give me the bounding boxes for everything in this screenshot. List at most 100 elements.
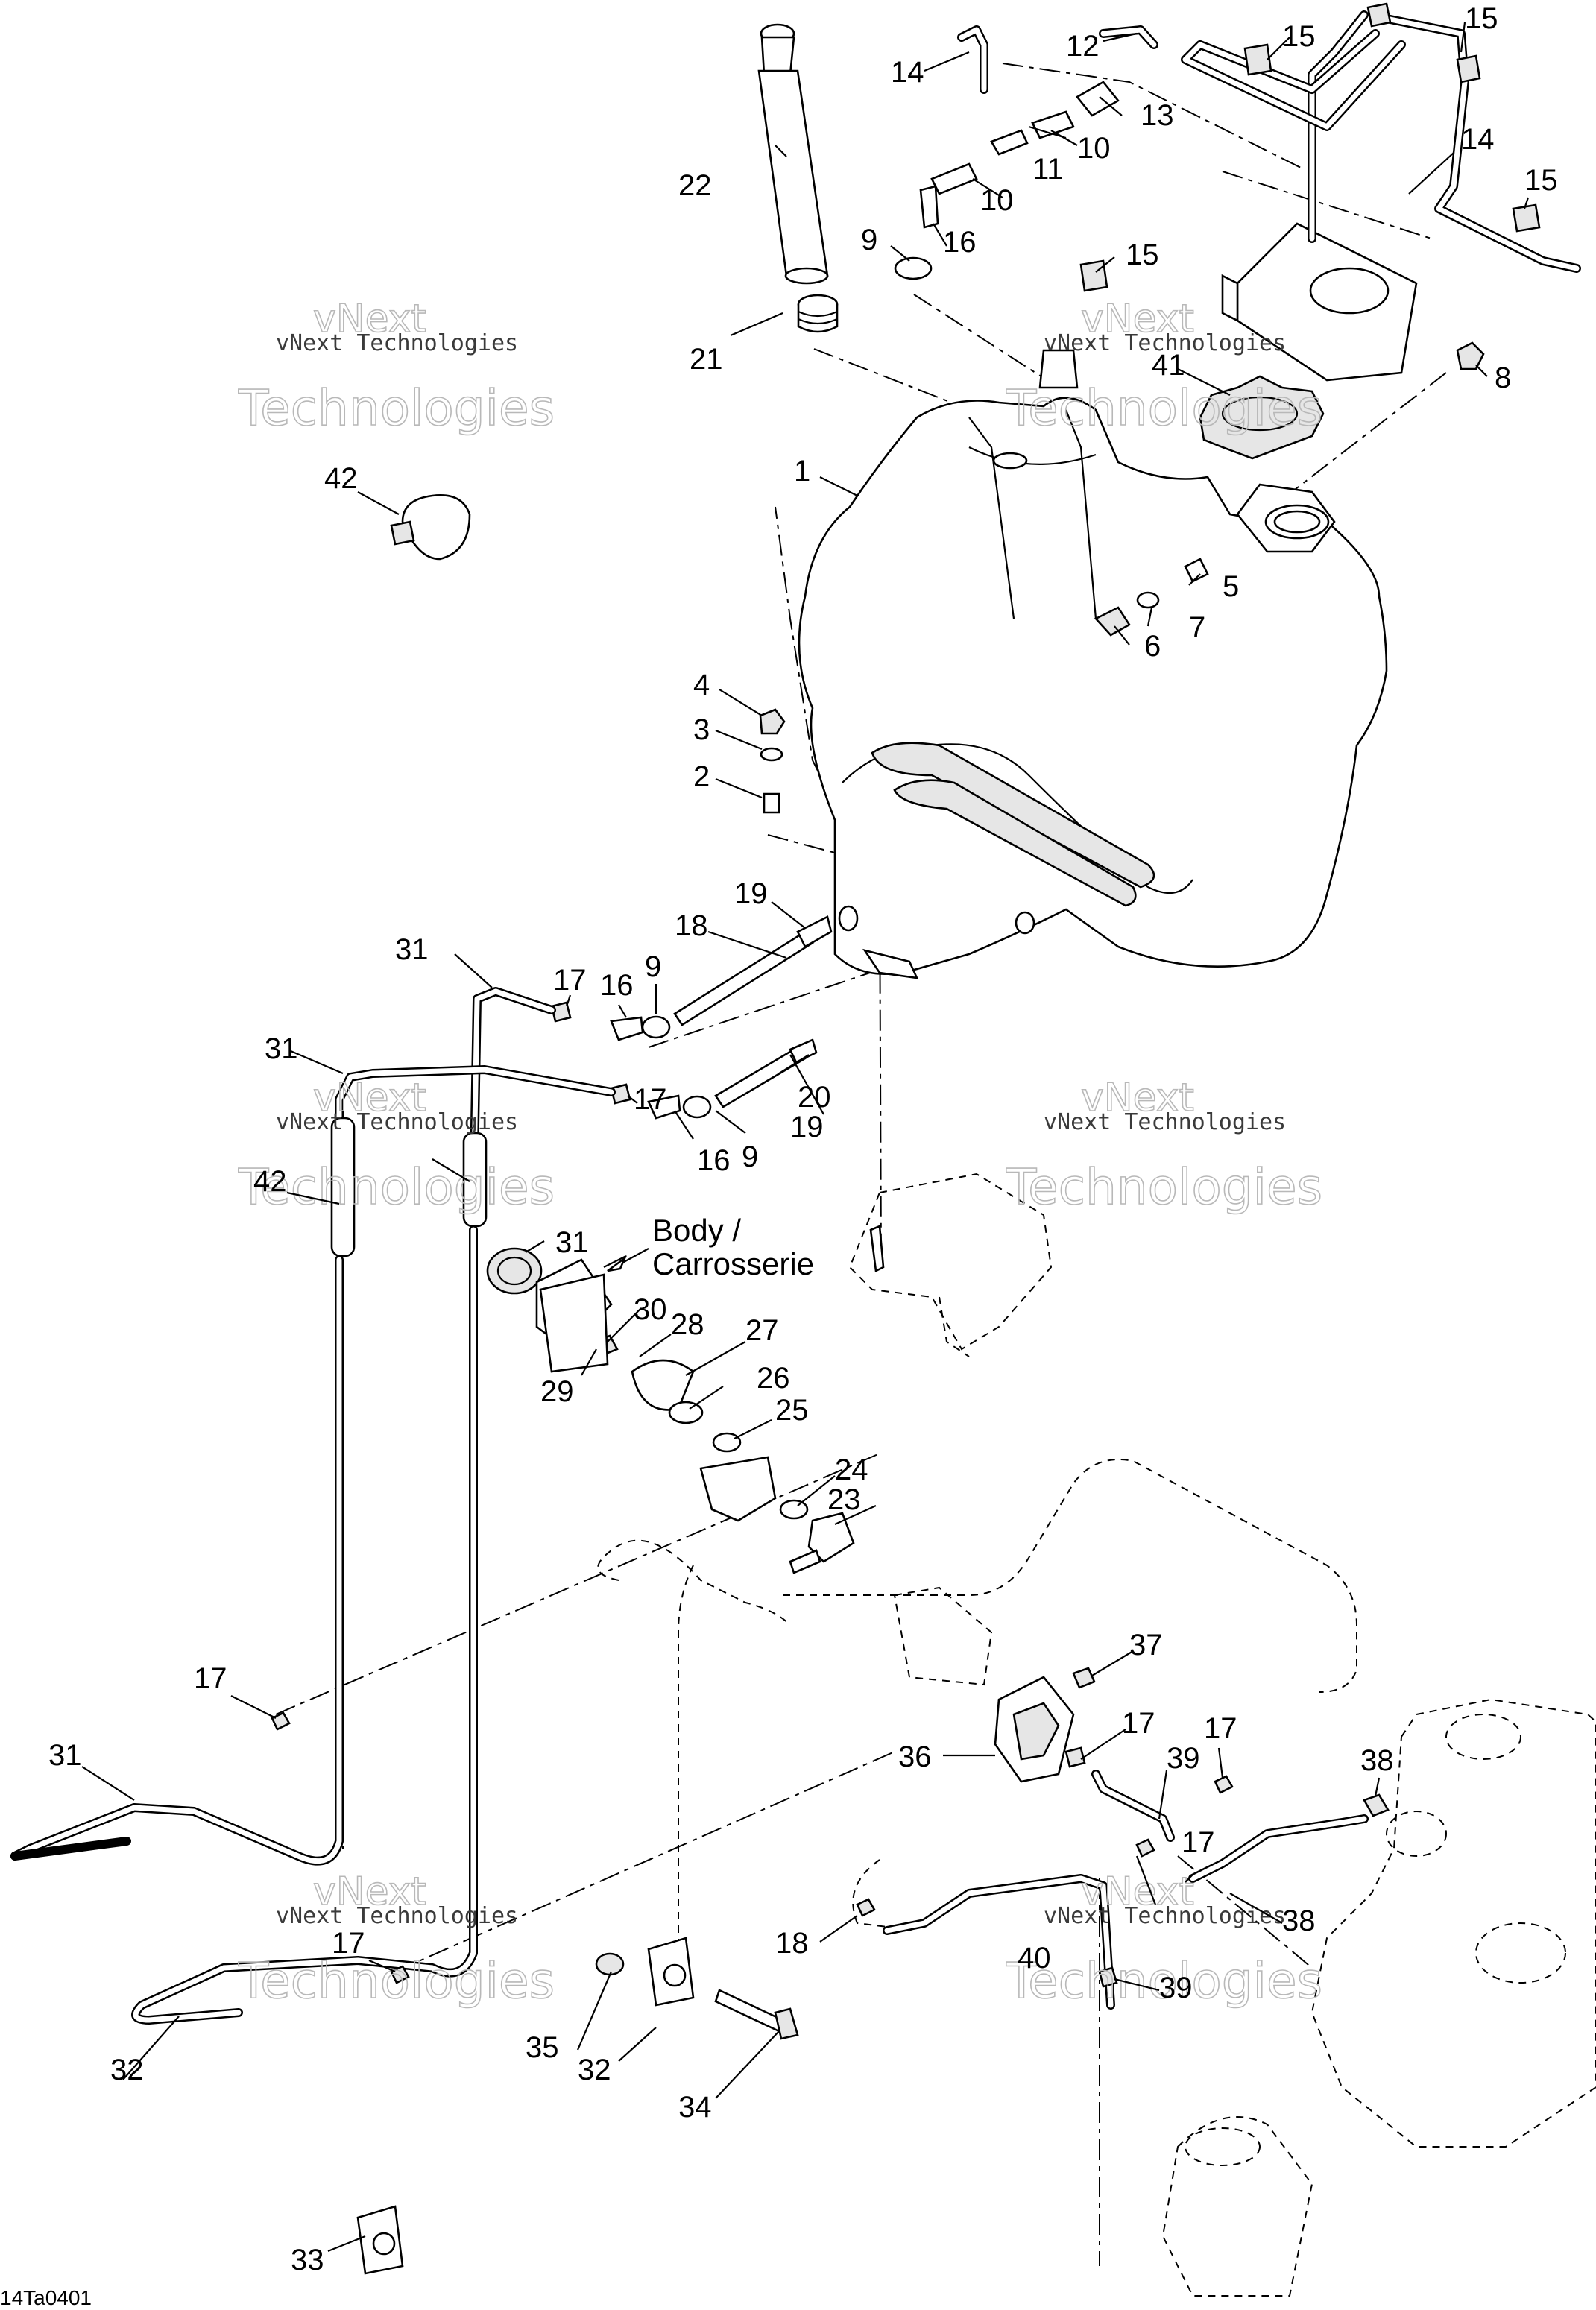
callout: 33 [291,2244,324,2276]
callout: 22 [678,169,712,202]
figure-code: 14Ta0401 [0,2286,92,2309]
callout: 6 [1144,630,1161,663]
svg-text:Technologies: Technologies [238,379,555,437]
callout: 17 [634,1083,667,1116]
callout: 12 [1066,30,1100,63]
svg-text:vNext: vNext [313,1076,426,1120]
fuel-hoses-lower [10,1225,1369,2025]
svg-text:vNext: vNext [313,1869,426,1914]
callout: 32 [578,2054,611,2086]
callout: 31 [395,933,429,966]
callout: 20 [798,1081,831,1114]
svg-text:vNext Technologies: vNext Technologies [1044,330,1286,356]
svg-text:Technologies: Technologies [1006,1952,1322,2010]
callout: 17 [553,964,587,997]
callout: 32 [110,2054,144,2086]
callout: 38 [1282,1905,1316,1937]
fuel-tank [798,349,1388,979]
svg-text:Technologies: Technologies [1006,379,1322,437]
callout: 10 [1077,132,1111,165]
body-label-line2: Carrosserie [652,1246,814,1281]
callout: 42 [253,1165,287,1198]
callout: 15 [1524,164,1558,197]
callout: 39 [1167,1742,1200,1775]
callout: 9 [742,1140,758,1173]
callout: 4 [693,669,710,701]
filler-neck-tube [757,23,829,285]
callout: 16 [600,969,634,1002]
callout: 31 [265,1032,298,1065]
callout: 28 [671,1308,704,1341]
callout: 8 [1495,362,1511,394]
callout: 41 [1152,349,1185,382]
callout: 17 [1182,1826,1215,1859]
callout: 14 [1461,123,1495,156]
svg-text:vNext Technologies: vNext Technologies [1044,1109,1286,1135]
engine-outline [1161,1698,1596,2297]
callout: 3 [693,713,710,746]
callout: 42 [324,462,358,495]
callout: 38 [1360,1744,1394,1777]
fuel-cap [1199,375,1325,460]
callout: 1 [794,455,810,487]
mount-bracket-hardware [356,1937,799,2275]
callout: 29 [540,1375,574,1408]
callout: 11 [1032,153,1064,186]
neck-grommet [797,294,839,333]
vent-hose-loop [1181,10,1581,273]
callout: 26 [757,1362,790,1395]
body-label-line1: Body / [652,1213,741,1248]
callout: 19 [790,1111,824,1143]
callout: 27 [745,1314,779,1347]
svg-text:Technologies: Technologies [238,1952,555,2010]
callout: 15 [1282,20,1316,53]
callout: 17 [1122,1707,1155,1740]
vent-bracket [1221,222,1418,382]
callout: 9 [861,224,877,256]
callout: 17 [1204,1712,1237,1745]
nut-8 [1456,341,1485,370]
callout: 25 [775,1394,809,1427]
callout: 21 [690,343,723,376]
callout: 15 [1465,2,1498,35]
callout: 31 [555,1226,589,1259]
clamp-41 [390,494,471,561]
svg-text:vNext Technologies: vNext Technologies [1044,1903,1286,1929]
svg-text:vNext Technologies: vNext Technologies [276,1903,518,1929]
callout: 18 [775,1927,809,1960]
callout: 36 [898,1741,932,1773]
body-bracket [539,1173,1053,1373]
tank-fasteners-right [1094,558,1209,637]
callout: 35 [526,2031,559,2064]
svg-text:vNext: vNext [313,297,426,341]
callout: 40 [1018,1942,1051,1975]
callout: 2 [693,760,710,793]
callout: 18 [675,909,708,942]
watermark: vNext Technologies vNext Technologies vN… [237,296,1323,2010]
callout: 9 [645,950,661,983]
engine-clamps [1098,1793,1390,1988]
tank-fasteners-left [759,708,786,814]
svg-text:vNext: vNext [1081,1869,1194,1914]
callout: 39 [1159,1972,1193,2004]
leader-lines [81,22,1530,2253]
callout: 19 [734,877,768,910]
callout: 24 [835,1454,868,1486]
svg-text:vNext: vNext [1081,1076,1194,1120]
callout: 7 [1189,611,1205,644]
callout: 31 [48,1739,82,1772]
callout: 23 [827,1483,861,1516]
small-hose-clamps [271,1711,1234,1984]
callout: 17 [194,1662,227,1695]
callout: 34 [678,2091,712,2124]
svg-text:vNext Technologies: vNext Technologies [276,330,518,356]
body-reference-label: Body / Carrosserie [607,1213,814,1281]
callout: 14 [891,56,924,89]
callout: 13 [1141,99,1174,132]
callout: 5 [1223,570,1239,603]
svg-text:Technologies: Technologies [238,1158,555,1216]
svg-text:vNext Technologies: vNext Technologies [276,1109,518,1135]
svg-text:Technologies: Technologies [1006,1158,1322,1216]
callout: 30 [634,1293,667,1326]
